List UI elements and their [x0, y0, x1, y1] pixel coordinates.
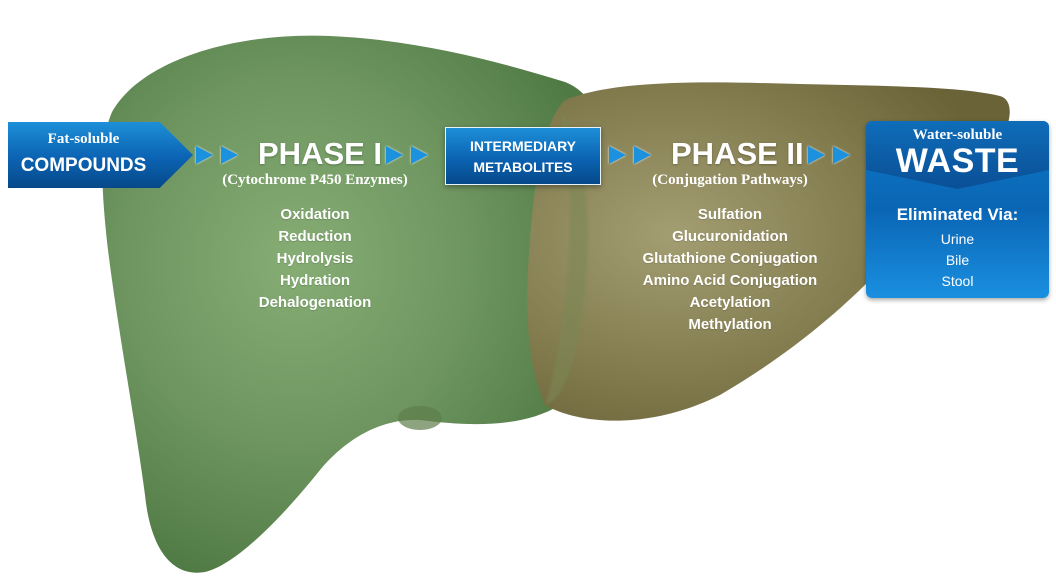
intermediary-metabolites-box: INTERMEDIARY METABOLITES — [445, 127, 601, 185]
water-soluble-label: Water-soluble — [912, 127, 1003, 143]
metabolites-label: METABOLITES — [473, 159, 573, 175]
phase1-item: Dehalogenation — [258, 294, 372, 311]
phase2-item: Methylation — [688, 316, 772, 333]
phase1-item: Hydration — [279, 272, 350, 289]
liver-bottom-notch — [398, 406, 442, 430]
phase1-item: Hydrolysis — [276, 250, 354, 267]
fat-soluble-label: Fat-soluble — [47, 131, 120, 147]
fat-soluble-compounds-box: Fat-soluble COMPOUNDS — [8, 122, 193, 188]
elimination-route: Stool — [941, 273, 974, 289]
phase2-item: Glucuronidation — [672, 228, 788, 245]
phase2-item: Amino Acid Conjugation — [642, 272, 818, 289]
elimination-route: Bile — [945, 252, 970, 268]
flow-arrow-icon — [808, 146, 825, 164]
intermediary-label: INTERMEDIARY — [469, 138, 577, 154]
waste-label: WASTE — [895, 142, 1020, 180]
compounds-label: COMPOUNDS — [20, 155, 147, 176]
eliminated-via-label: Eliminated Via: — [896, 205, 1019, 224]
elimination-route: Urine — [940, 231, 975, 247]
flow-arrow-icon — [609, 146, 626, 164]
flow-arrow-icon — [386, 146, 403, 164]
flow-arrow-icon — [634, 146, 651, 164]
phase1-item: Oxidation — [280, 206, 350, 223]
flow-arrow-icon — [196, 146, 213, 164]
phase2-item: Sulfation — [697, 206, 763, 223]
flow-arrow-icon — [221, 146, 238, 164]
phase2-subtitle: (Conjugation Pathways) — [652, 172, 808, 188]
flow-arrow-icon — [833, 146, 850, 164]
waste-header: Water-soluble WASTE — [866, 121, 1049, 189]
phase1-title: PHASE I — [258, 136, 383, 171]
phase2-item: Glutathione Conjugation — [642, 250, 818, 267]
phase1-subtitle: (Cytochrome P450 Enzymes) — [222, 172, 408, 188]
water-soluble-waste-box: Water-soluble WASTE Eliminated Via: Urin… — [866, 121, 1049, 298]
phase1-item: Reduction — [278, 228, 352, 245]
phase2-item: Acetylation — [689, 294, 771, 311]
flow-arrow-icon — [411, 146, 428, 164]
phase2-title: PHASE II — [671, 136, 804, 171]
